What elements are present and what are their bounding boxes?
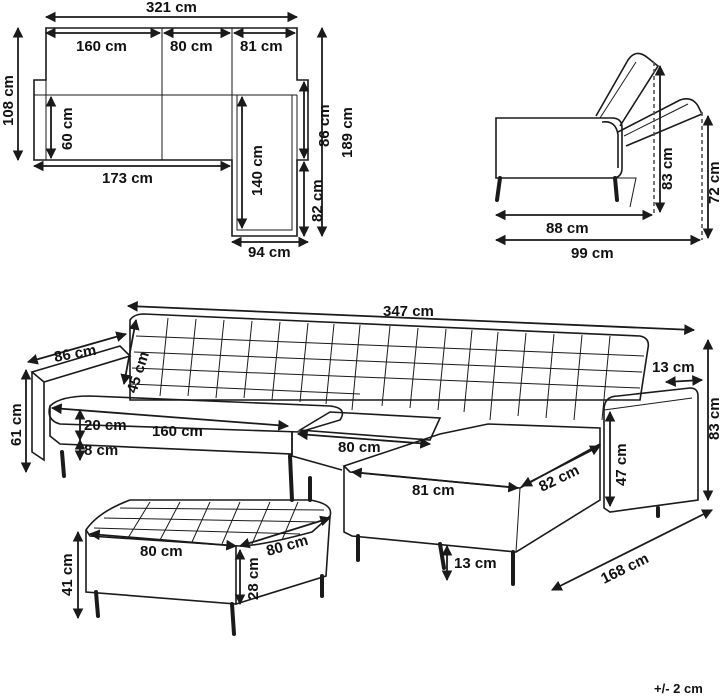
side-seat-width: 88 cm <box>546 220 589 237</box>
side-view: 88 cm 99 cm 83 cm 72 cm <box>494 52 720 262</box>
plan-right-lower: 82 cm <box>309 179 326 222</box>
persp-depth: 86 cm <box>53 342 98 366</box>
top-plan-view: 321 cm 160 cm 80 cm 81 cm 108 cm 60 cm 1… <box>0 0 356 261</box>
plan-total-width: 321 cm <box>146 0 197 16</box>
ottoman-height: 41 cm <box>59 553 76 596</box>
side-backrest-upright <box>595 52 660 127</box>
plan-right-short: 86 cm <box>316 104 333 147</box>
plan-seg-2: 80 cm <box>170 38 213 55</box>
persp-seat-1: 160 cm <box>152 423 203 440</box>
side-backrest-reclined <box>617 98 704 147</box>
ottoman: 80 cm 80 cm 41 cm 28 cm <box>59 499 332 636</box>
persp-height-left: 61 cm <box>8 403 25 446</box>
persp-arm-width: 13 cm <box>652 359 695 376</box>
side-sofa-body <box>495 117 623 179</box>
plan-outline <box>33 27 309 237</box>
persp-seat-thickness: 20 cm <box>84 417 127 434</box>
persp-overall-depth: 168 cm <box>598 550 651 588</box>
plan-seg-3: 81 cm <box>240 38 283 55</box>
plan-seat-depth: 60 cm <box>59 107 76 150</box>
plan-right-total: 189 cm <box>339 107 356 158</box>
side-height: 72 cm <box>706 161 720 204</box>
side-recline-height: 83 cm <box>659 147 676 190</box>
persp-total-height: 83 cm <box>706 397 720 440</box>
plan-chaise-length: 140 cm <box>249 145 266 196</box>
ottoman-width: 80 cm <box>140 543 183 560</box>
right-arm <box>603 387 699 513</box>
side-total-width: 99 cm <box>571 245 614 262</box>
plan-bottom-width: 173 cm <box>102 170 153 187</box>
persp-arm-height: 47 cm <box>613 443 630 486</box>
persp-leg-height: 8 cm <box>84 442 118 459</box>
ottoman-body-height: 28 cm <box>245 557 262 600</box>
tolerance-note: +/- 2 cm <box>654 681 703 696</box>
plan-depth-left: 108 cm <box>0 75 17 126</box>
plan-chaise-width: 94 cm <box>248 244 291 261</box>
persp-total-length: 347 cm <box>383 303 434 320</box>
persp-chaise-front: 81 cm <box>412 482 455 499</box>
persp-seat-2: 80 cm <box>338 439 381 456</box>
perspective-view: 347 cm 86 cm 45 cm 61 cm 20 cm 8 cm 160 … <box>8 301 720 591</box>
plan-seg-1: 160 cm <box>76 38 127 55</box>
persp-chaise-leg: 13 cm <box>454 555 497 572</box>
